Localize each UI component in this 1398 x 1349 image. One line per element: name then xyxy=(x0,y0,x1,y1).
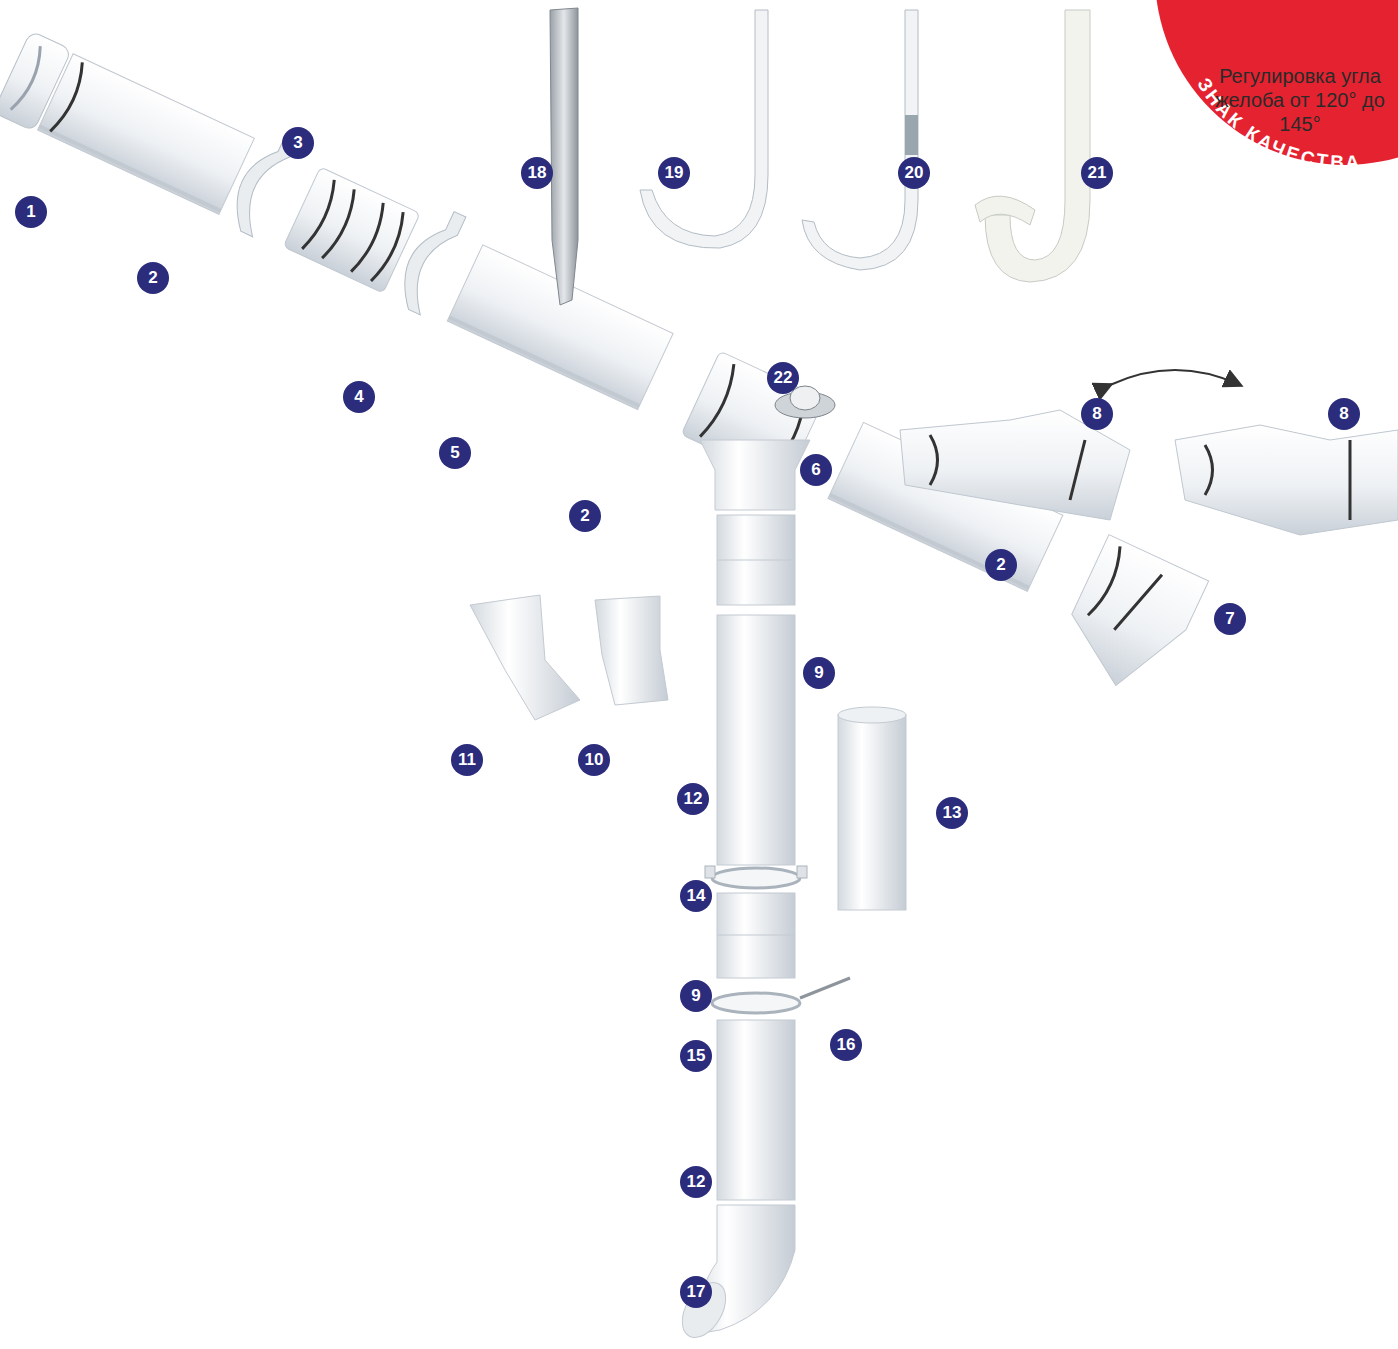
callout-number: 14 xyxy=(680,880,712,912)
callout-number: 4 xyxy=(343,381,375,413)
callout-number: 12 xyxy=(680,1166,712,1198)
callout-number: 2 xyxy=(569,500,601,532)
callout-number: 8 xyxy=(1328,398,1360,430)
callout-number: 11 xyxy=(451,744,483,776)
callout-number: 9 xyxy=(803,657,835,689)
callout-number: 18 xyxy=(521,157,553,189)
callout-number: 2 xyxy=(137,262,169,294)
callout-number: 2 xyxy=(985,549,1017,581)
callout-number: 20 xyxy=(898,157,930,189)
callout-number: 22 xyxy=(767,362,799,394)
callout-number: 10 xyxy=(578,744,610,776)
callout-number: 6 xyxy=(800,454,832,486)
callout-number: 5 xyxy=(439,437,471,469)
callout-number: 8 xyxy=(1081,398,1113,430)
callout-number: 12 xyxy=(677,783,709,815)
callout-number: 19 xyxy=(658,157,690,189)
callout-number: 7 xyxy=(1214,603,1246,635)
callout-number: 17 xyxy=(680,1276,712,1308)
callout-number: 3 xyxy=(282,127,314,159)
callout-number: 16 xyxy=(830,1029,862,1061)
callout-number: 13 xyxy=(936,797,968,829)
callout-number: 9 xyxy=(680,980,712,1012)
callout-number: 21 xyxy=(1081,157,1113,189)
note-text: Регулировка угла желоба от 120° до 145° xyxy=(1195,64,1398,136)
callout-number: 1 xyxy=(15,196,47,228)
badge-text: ЗНАК КАЧЕСТВА xyxy=(1193,74,1362,173)
callout-number: 15 xyxy=(680,1040,712,1072)
